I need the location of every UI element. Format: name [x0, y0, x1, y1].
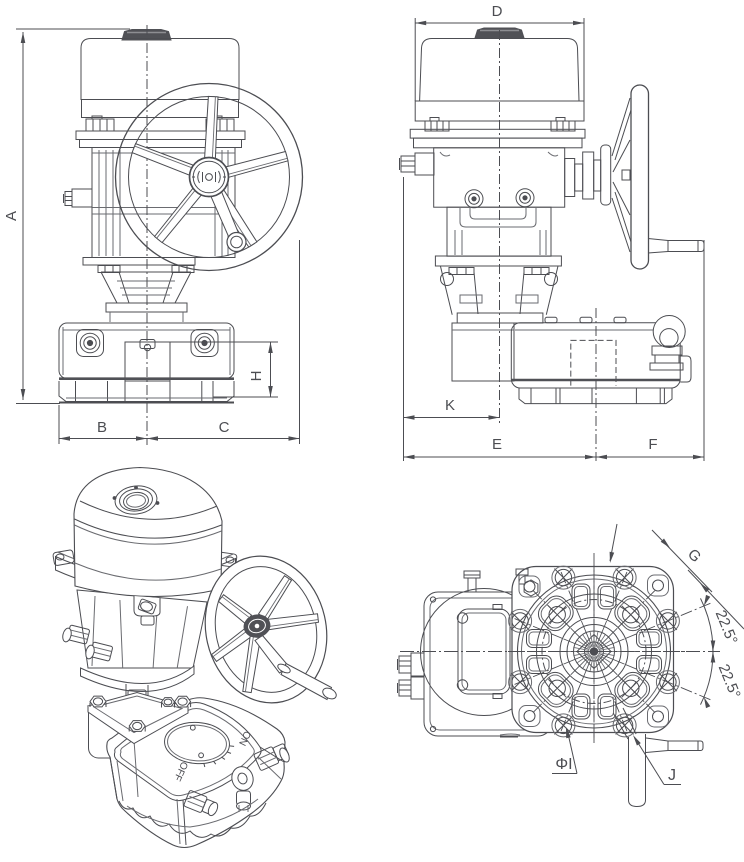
svg-text:J: J — [668, 767, 676, 784]
svg-text:B: B — [97, 419, 107, 436]
svg-text:ΦI: ΦI — [555, 756, 572, 773]
svg-text:F: F — [648, 436, 657, 453]
svg-text:C: C — [219, 419, 230, 436]
svg-text:A: A — [3, 211, 20, 221]
svg-text:E: E — [492, 436, 502, 453]
svg-text:K: K — [445, 397, 455, 414]
svg-text:D: D — [492, 3, 503, 20]
svg-text:H: H — [248, 371, 265, 382]
